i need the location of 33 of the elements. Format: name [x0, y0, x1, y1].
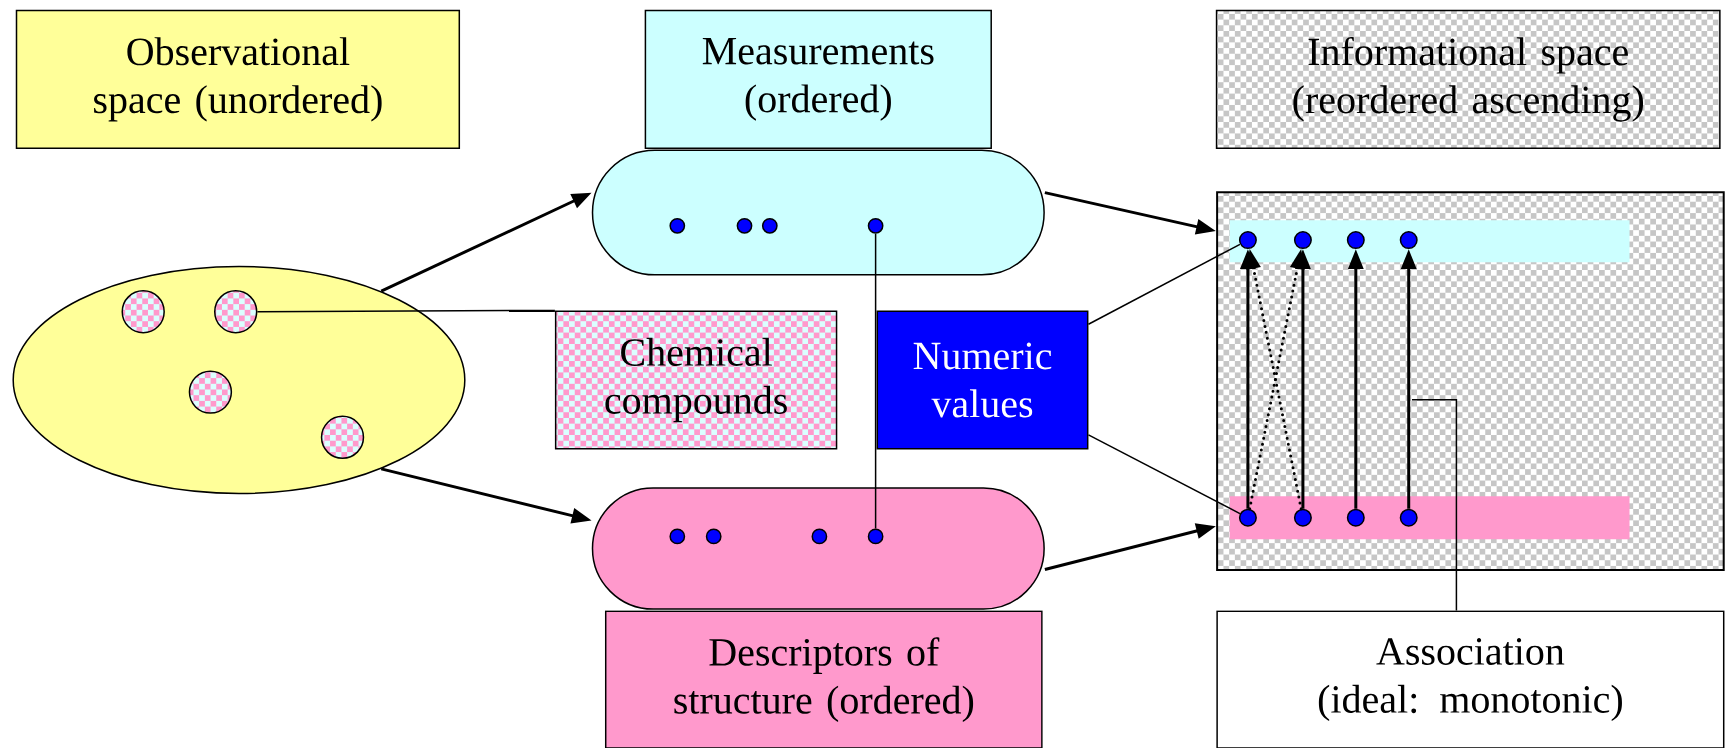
- dot: [867, 217, 884, 234]
- label-box: Observational space (unordered): [15, 9, 461, 149]
- rounded-box: [591, 149, 1045, 276]
- dot: [705, 528, 722, 545]
- label-box: Measurements (ordered): [644, 9, 992, 149]
- dot: [1293, 231, 1312, 250]
- rounded-box: [591, 487, 1045, 610]
- band: [1229, 496, 1630, 540]
- band: [1229, 220, 1630, 263]
- dot: [1346, 508, 1365, 527]
- label-box: Descriptors of structure (ordered): [604, 610, 1043, 748]
- ellipse-shape: [12, 265, 466, 495]
- dot: [669, 528, 686, 545]
- label-box: Chemical compounds: [554, 310, 838, 450]
- connector-line: [874, 232, 877, 530]
- dot: [1399, 508, 1418, 527]
- leader-line: [256, 309, 556, 313]
- dot: [1399, 231, 1418, 250]
- dot: [669, 217, 686, 234]
- label-box: Association (ideal: monotonic): [1216, 610, 1725, 748]
- dot: [811, 528, 828, 545]
- dot: [867, 528, 884, 545]
- dot: [1346, 231, 1365, 250]
- dot: [761, 217, 778, 234]
- leader-line: [1087, 434, 1241, 515]
- dot: [1293, 508, 1312, 527]
- label-box: Numeric values: [876, 310, 1089, 450]
- label-box: Informational space (reordered ascending): [1215, 9, 1721, 149]
- leader-line: [1087, 243, 1241, 325]
- leader-line: [1411, 399, 1458, 612]
- dot: [1238, 508, 1257, 527]
- dot: [1238, 231, 1257, 250]
- dot: [736, 217, 753, 234]
